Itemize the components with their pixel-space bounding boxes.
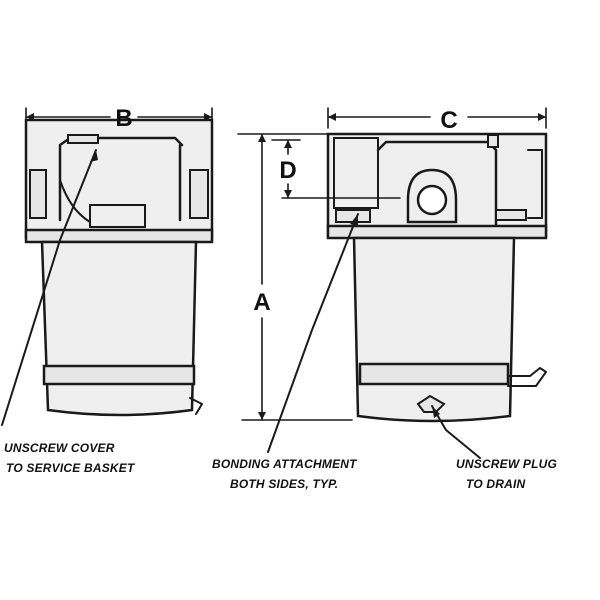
dimension-a-label: A: [253, 289, 270, 316]
right-view-strainer: C A D: [237, 107, 548, 459]
left-flange: [24, 228, 214, 244]
left-drain-nub: [189, 397, 203, 415]
dimension-d-label: D: [279, 157, 296, 184]
unscrew-cover-text-2: TO SERVICE BASKET: [6, 461, 136, 475]
dimension-a: A: [237, 133, 353, 421]
right-side-bracket: [527, 149, 543, 219]
left-bowl-band: [42, 364, 196, 386]
right-bowl-band: [358, 362, 510, 386]
drain-plug: [416, 394, 446, 413]
left-bowl: [40, 240, 198, 417]
dimension-c-label: C: [440, 107, 457, 134]
left-lid-tab: [67, 134, 99, 144]
left-inner-curve: [59, 179, 91, 223]
right-flange: [326, 224, 548, 240]
left-port-right: [189, 169, 209, 219]
dimension-b: B: [25, 105, 213, 132]
left-port-left: [29, 169, 47, 219]
bonding-text-1: BONDING ATTACHMENT: [212, 457, 358, 471]
left-view-strainer: B: [1, 105, 214, 426]
bonding-plate: [335, 209, 371, 223]
dimension-c: C: [327, 107, 547, 134]
unscrew-cover-leader: [1, 149, 97, 426]
plug-text-1: UNSCREW PLUG: [456, 457, 557, 471]
plug-arrow: [432, 406, 440, 418]
unscrew-cover-arrow: [90, 150, 98, 162]
bonding-arrow: [350, 214, 358, 226]
right-left-block: [333, 137, 379, 209]
dimension-d: D: [271, 139, 401, 199]
bonding-text-2: BOTH SIDES, TYP.: [230, 477, 338, 491]
callout-unscrew-cover: UNSCREW COVER TO SERVICE BASKET: [4, 441, 136, 475]
bonding-leader: [267, 213, 359, 453]
callout-plug: UNSCREW PLUG TO DRAIN: [456, 457, 557, 491]
left-basket-top: [89, 204, 146, 228]
dimension-b-label: B: [115, 105, 132, 132]
right-lid-tab: [487, 134, 499, 148]
unscrew-cover-text-1: UNSCREW COVER: [4, 441, 115, 455]
callout-bonding: BONDING ATTACHMENT BOTH SIDES, TYP.: [212, 457, 358, 491]
right-bowl: [352, 236, 516, 423]
right-side-lug: [495, 209, 527, 221]
right-port-bore: [416, 184, 448, 216]
plug-text-2: TO DRAIN: [466, 477, 526, 491]
right-side-handle: [507, 367, 547, 387]
